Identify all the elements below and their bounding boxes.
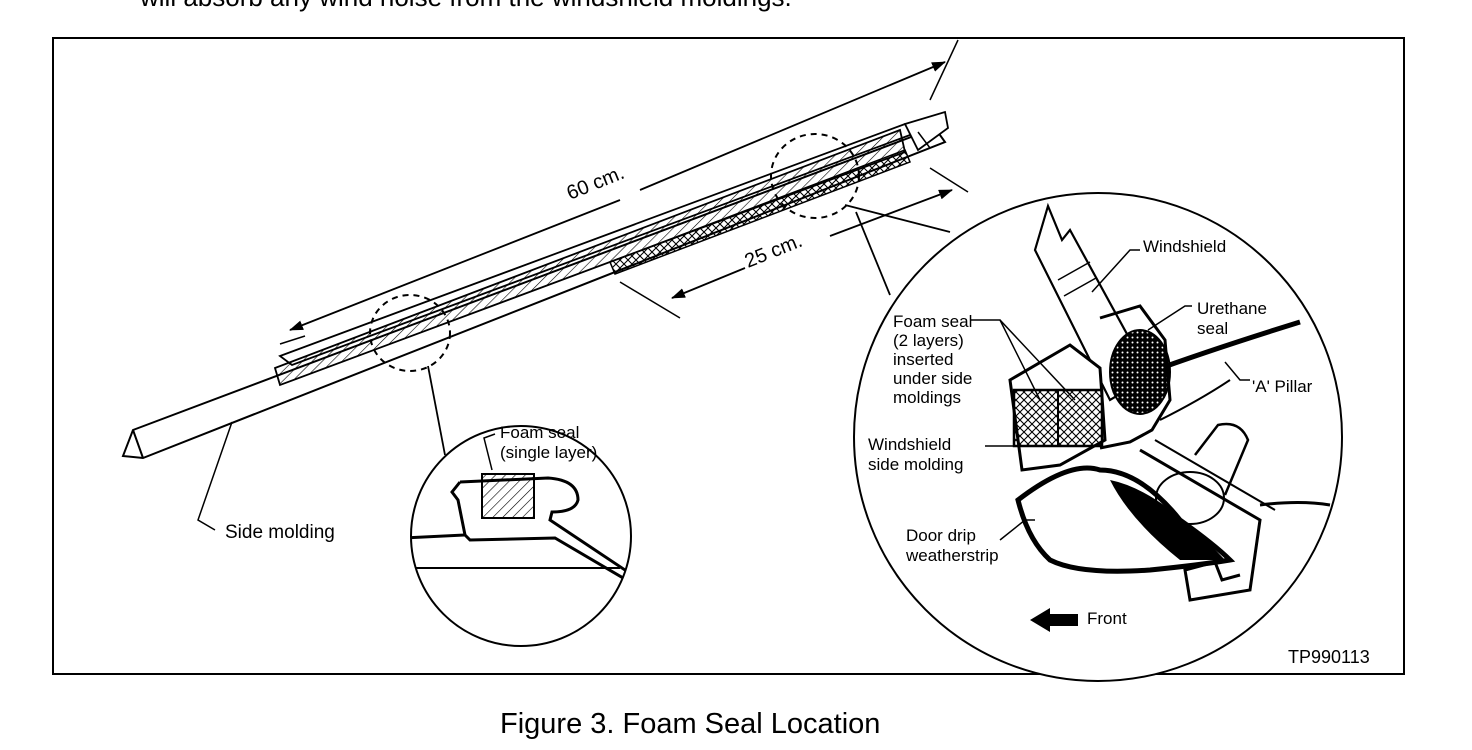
figure-code: TP990113	[1288, 647, 1370, 667]
label-ws-molding-l2: side molding	[868, 455, 963, 474]
side-molding-strip	[121, 110, 949, 460]
label-foam-seal-2-l2: (2 layers)	[893, 331, 964, 350]
figure-frame	[52, 37, 1405, 675]
detail-circle-single	[369, 294, 451, 372]
label-windshield: Windshield	[1143, 237, 1226, 256]
label-foam-seal-2-l5: moldings	[893, 388, 961, 407]
dimension-60cm-label: 60 cm.	[564, 162, 628, 205]
label-urethane-l1: Urethane	[1197, 299, 1267, 318]
label-ws-molding-l1: Windshield	[868, 435, 951, 454]
label-foam-seal-2-l4: under side	[893, 369, 972, 388]
label-side-molding: Side molding	[225, 522, 335, 543]
detail-circle-double	[770, 133, 860, 219]
figure-caption: Figure 3. Foam Seal Location	[500, 708, 880, 740]
foam-seal-strip	[273, 128, 907, 387]
label-foam-seal-2-l3: inserted	[893, 350, 953, 369]
detail-double-layer: Windshield Urethane seal 'A' Pillar Foam…	[853, 192, 1343, 682]
label-door-drip-l1: Door drip	[906, 526, 976, 545]
urethane-seal-blob	[1109, 329, 1171, 415]
foam-seal-single-box	[481, 473, 535, 519]
dimension-60cm: 60 cm.	[289, 61, 946, 331]
label-door-drip-l2: weatherstrip	[905, 546, 999, 565]
label-foam-seal-single-l1: Foam seal	[500, 423, 579, 442]
label-urethane-l2: seal	[1197, 319, 1228, 338]
detail-single-layer: Foam seal (single layer)	[410, 423, 632, 647]
svg-text:will absorb any wind noise fro: will absorb any wind noise from the wind…	[139, 0, 792, 12]
dimension-25cm-label: 25 cm.	[742, 230, 806, 273]
foam-seal-double-strip	[609, 149, 911, 275]
header-text-fragment: will absorb any wind noise from the wind…	[139, 0, 792, 12]
front-arrow	[1030, 608, 1078, 632]
label-foam-seal-2-l1: Foam seal	[893, 312, 972, 331]
label-foam-seal-single-l2: (single layer)	[500, 443, 597, 462]
label-front: Front	[1087, 609, 1127, 628]
label-a-pillar: 'A' Pillar	[1252, 377, 1313, 396]
